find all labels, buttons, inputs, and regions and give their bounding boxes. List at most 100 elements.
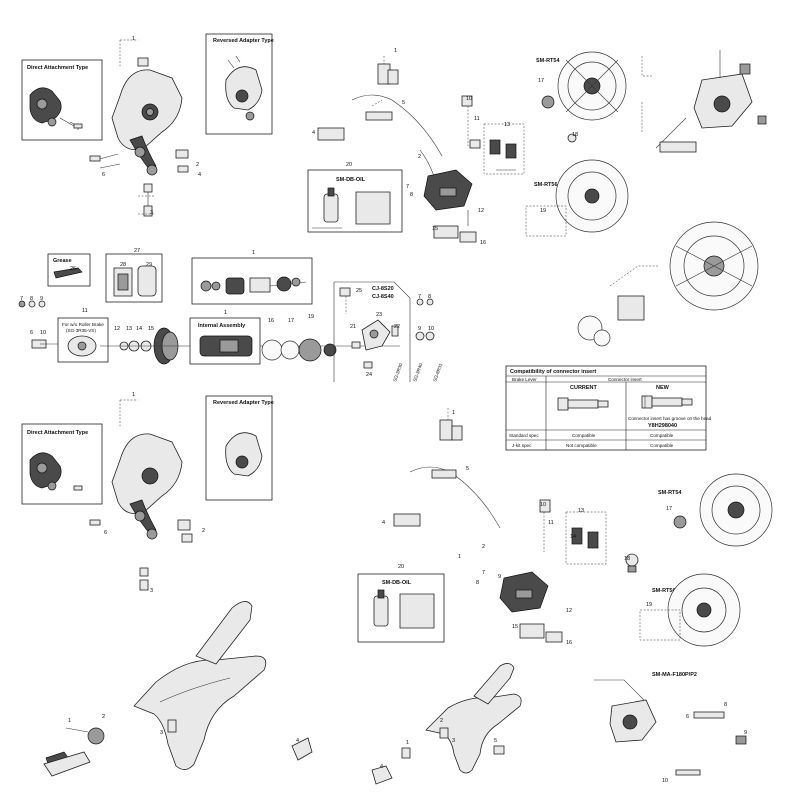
compat-row1-new: Compatible	[650, 433, 674, 438]
internal-parts-icons	[200, 276, 307, 295]
brake-lever-small	[371, 663, 522, 785]
direct-attachment-label-bottom: Direct Attachment Type	[27, 430, 88, 436]
direct-attachment-label-top: Direct Attachment Type	[27, 65, 88, 71]
callout-24: 24	[366, 372, 372, 378]
callout-4-c: 4	[382, 520, 385, 526]
callout-8-b: 8	[30, 296, 33, 302]
callout-2-e: 2	[102, 714, 105, 720]
callout-15-b: 15	[148, 326, 154, 332]
direct-attachment-derailleur-icon	[29, 87, 83, 130]
callout-12-c: 12	[566, 608, 572, 614]
vertical-sg3r40: SG-3R40	[412, 362, 423, 382]
callout-20-b: 20	[398, 564, 404, 570]
hub-axle-left-washers	[18, 300, 60, 349]
reversed-adapter-label-top: Reversed Adapter Type	[213, 38, 274, 44]
cassette-joint-group: CJ-8S20 CJ-8S40 SG-3R30 SG-3R40 SG-8R31	[333, 281, 444, 382]
brake-bottom-group: SM-DB-OIL SM-RT54 SM-RT56 SM-MA-F180P/P2	[357, 408, 773, 776]
grease-label: Grease	[53, 258, 72, 264]
callout-6-b: 6	[30, 330, 33, 336]
callout-1-d: 1	[224, 310, 227, 316]
caliper-adapter-top-right	[641, 50, 767, 153]
callout-6-d: 6	[686, 714, 689, 720]
callout-6-c: 6	[104, 530, 107, 536]
derailleur-top-group: Direct Attachment Type Reversed Adapter …	[21, 33, 274, 217]
adapter-label-bottom: SM-MA-F180P/P2	[652, 672, 697, 678]
compat-table: Compatibility of connector insert Brake …	[505, 365, 712, 451]
rt54-label-bottom: SM-RT54	[658, 490, 682, 496]
compat-part-no: Y8H298040	[648, 423, 677, 429]
callout-17-c: 17	[666, 506, 672, 512]
internal-assembly-label: Internal Assembly	[198, 323, 246, 329]
callout-4-b: 4	[312, 130, 315, 136]
callout-1-g: 1	[458, 554, 461, 560]
callout-1-h: 1	[68, 718, 71, 724]
callout-9-d: 9	[744, 730, 747, 736]
callout-13-b: 13	[126, 326, 132, 332]
callout-22: 22	[394, 324, 400, 330]
cj-label-2: CJ-8S40	[372, 294, 394, 300]
callout-12-b: 12	[114, 326, 120, 332]
callout-6-a: 6	[102, 172, 105, 178]
brake-pads-bottom	[565, 511, 607, 565]
roller-brake-label-1: For w/o Roller Brake	[62, 322, 104, 327]
callout-19-b: 19	[308, 314, 314, 320]
callouts: 1 2 3 6 4 1 5 4 2 7 8 10 11 13 12 15 16 …	[20, 36, 747, 784]
callout-1-f: 1	[452, 410, 455, 416]
reversed-adapter-label-bottom: Reversed Adapter Type	[213, 400, 274, 406]
callout-13-c: 13	[578, 508, 584, 514]
rotor-rt56-top	[555, 159, 629, 233]
callout-1-a: 1	[132, 36, 135, 42]
callout-17-a: 17	[538, 78, 544, 84]
vertical-sg8r31: SG-8R31	[432, 362, 443, 382]
cj-label-1: CJ-8S20	[372, 286, 394, 292]
callout-27: 27	[134, 248, 140, 254]
callout-9-a: 9	[40, 296, 43, 302]
oil-label-bottom: SM-DB-OIL	[382, 580, 412, 586]
callout-4-a: 4	[198, 172, 201, 178]
callout-2-c: 2	[202, 528, 205, 534]
callout-1-i: 1	[406, 740, 409, 746]
callout-9-c: 9	[498, 574, 501, 580]
callout-3-a: 3	[150, 210, 153, 216]
rt56-label-bottom: SM-RT56	[652, 588, 676, 594]
callout-10-d: 10	[540, 502, 546, 508]
callout-3-b: 3	[150, 588, 153, 594]
callout-5-c: 5	[494, 738, 497, 744]
callout-10-e: 10	[662, 778, 668, 784]
compat-row1-spec: Standard spec	[509, 433, 539, 438]
callout-15-a: 15	[432, 226, 438, 232]
callout-20-a: 20	[346, 162, 352, 168]
callout-10-b: 10	[40, 330, 46, 336]
callout-19-a: 19	[540, 208, 546, 214]
callout-1-b: 1	[394, 48, 397, 54]
compat-col-insert: Connector insert	[608, 377, 642, 382]
callout-7-b: 7	[20, 296, 23, 302]
callout-1-c: 1	[252, 250, 255, 256]
compat-new: NEW	[656, 385, 670, 391]
callout-11-c: 11	[548, 520, 554, 526]
callout-1-e: 1	[132, 392, 135, 398]
callout-5-b: 5	[466, 466, 469, 472]
callout-2-f: 2	[440, 718, 443, 724]
callout-21: 21	[350, 324, 356, 330]
callout-16-b: 16	[268, 318, 274, 324]
brake-lever-large	[43, 601, 313, 777]
derailleur-bottom-group: Direct Attachment Type Reversed Adapter …	[21, 395, 274, 591]
callout-2-d: 2	[482, 544, 485, 550]
compat-row2-new: Compatible	[650, 443, 674, 448]
callout-26: 26	[70, 266, 76, 272]
callout-15-c: 15	[512, 624, 518, 630]
compat-current: CURRENT	[570, 385, 598, 391]
callout-16-c: 16	[566, 640, 572, 646]
main-derailleur-top	[89, 39, 189, 217]
callout-29: 29	[146, 262, 152, 268]
callout-4-d: 4	[296, 738, 299, 744]
callout-17-b: 17	[288, 318, 294, 324]
callout-11-b: 11	[82, 308, 88, 314]
callout-12-a: 12	[478, 208, 484, 214]
callout-5-a: 5	[402, 100, 405, 106]
brake-top-group: SM-DB-OIL SM-RT54 SM-RT56	[307, 50, 767, 347]
main-derailleur-bottom	[89, 399, 193, 591]
callout-7-d: 7	[482, 570, 485, 576]
callout-7-a: 7	[406, 184, 409, 190]
